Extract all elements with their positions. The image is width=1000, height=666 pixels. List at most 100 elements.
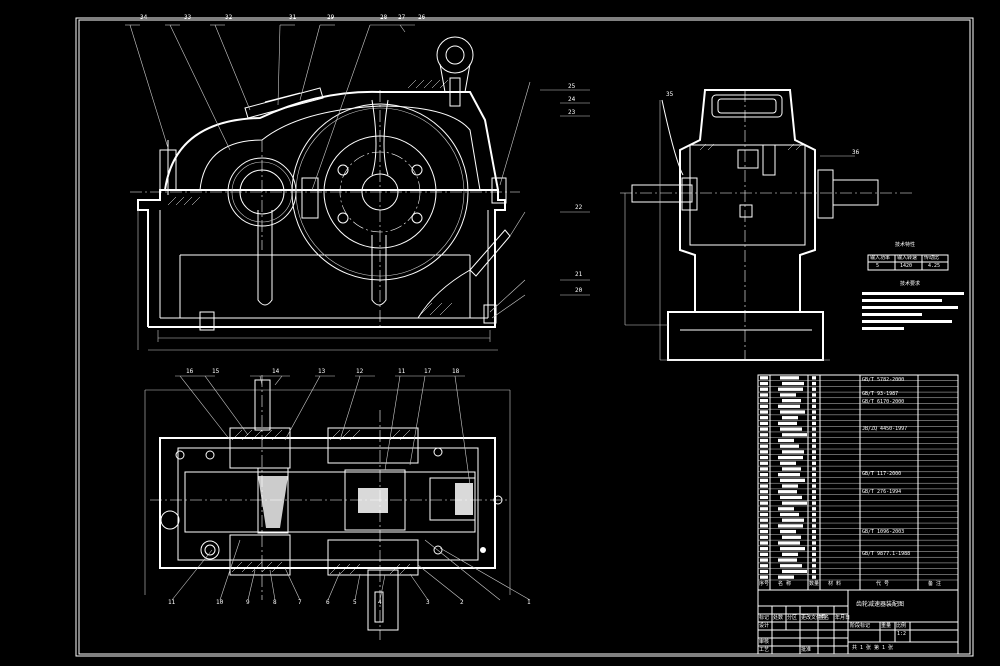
balloon-21: 21: [575, 271, 583, 278]
balloon-5: 5: [353, 599, 357, 606]
bom-row-number-mark: [760, 381, 768, 386]
bom-row-number-mark: [760, 478, 768, 482]
bom-row-qty-mark: [812, 507, 816, 511]
tb-ratio: 比例: [896, 623, 907, 629]
tech-spec-h3: 传动比: [924, 255, 940, 261]
bom-row-qty-mark: [812, 518, 816, 522]
top-view: [144, 375, 511, 640]
balloon-22: 22: [575, 204, 583, 211]
bom-row-number-mark: [760, 495, 768, 500]
balloon-2: 2: [460, 599, 464, 606]
bom-row-qty-mark: [812, 478, 816, 482]
balloon-35: 35: [666, 91, 674, 98]
bom-table: [757, 374, 959, 591]
bom-row-qty-mark: [812, 398, 816, 403]
bom-row-qty-mark: [812, 387, 816, 391]
bom-row-number-mark: [760, 558, 768, 562]
bom-row-qty-mark: [812, 501, 816, 505]
bom-row-name-mark: [778, 473, 800, 477]
tb-design: 设计: [759, 623, 770, 629]
tech-spec-table-frame: [867, 254, 949, 271]
bom-row-qty-mark: [812, 558, 816, 562]
balloon-25: 25: [568, 83, 576, 90]
bom-row-number-mark: [760, 512, 768, 517]
bom-row-qty-mark: [812, 467, 816, 471]
bom-row-number-mark: [760, 484, 768, 488]
drawing-scale: 1:2: [897, 631, 907, 637]
bom-col-no: 序号: [759, 581, 770, 587]
bom-row-qty-mark: [812, 529, 816, 534]
bom-row-name-mark: [782, 569, 807, 574]
bom-row-number-mark: [760, 410, 768, 414]
bom-row-number-mark: [760, 376, 768, 380]
tb-zone: 分区: [787, 615, 798, 621]
side-view: [620, 89, 912, 361]
bom-col-remark: 备 注: [928, 581, 942, 587]
bom-row-number-mark: [760, 552, 768, 557]
balloon-10: 10: [216, 599, 224, 606]
bom-row-name-mark: [778, 490, 797, 494]
bom-row-number-mark: [760, 575, 768, 579]
tech-spec-h2: 输入转速: [897, 255, 918, 261]
tb-count: 处数: [773, 615, 784, 621]
top-leaders: [171, 375, 531, 601]
bom-row-number-mark: [760, 518, 768, 522]
tech-requirements-lines: [862, 292, 964, 330]
tb-check: 审核: [759, 639, 770, 645]
bom-row-qty-mark: [812, 535, 816, 539]
balloon-17: 17: [424, 368, 432, 375]
bom-row-qty-mark: [812, 541, 816, 545]
bom-row-qty-mark: [812, 564, 816, 568]
bom-row-qty-mark: [812, 512, 816, 517]
bom-std-6: GB/T 276-1994: [862, 489, 902, 495]
bom-row-number-mark: [760, 433, 768, 437]
bom-row-number-mark: [760, 467, 768, 471]
bom-row-qty-mark: [812, 473, 816, 477]
balloon-32: 32: [225, 14, 233, 21]
drawing-sheet-count: 共 1 张 第 1 张: [852, 645, 894, 651]
bom-row-name-mark: [780, 427, 802, 431]
balloon-20: 20: [575, 287, 583, 294]
bom-row-number-mark: [760, 393, 768, 397]
bom-row-number-mark: [760, 404, 768, 408]
bom-row-qty-mark: [812, 524, 816, 528]
bom-col-name: 名 称: [778, 581, 792, 587]
bom-col-qty: 数量: [809, 581, 820, 587]
bom-row-number-mark: [760, 427, 768, 431]
bom-row-name-mark: [778, 524, 803, 528]
balloon-11: 11: [168, 599, 176, 606]
balloon-23: 23: [568, 109, 576, 116]
balloon-13: 13: [318, 368, 326, 375]
balloon-33: 33: [184, 14, 192, 21]
bom-std-3: GB/T 6170-2000: [862, 399, 905, 405]
bom-row-name-mark: [780, 478, 805, 482]
bom-row-name-mark: [778, 455, 803, 460]
bom-row-name-mark: [780, 393, 796, 397]
bom-row-number-mark: [760, 450, 768, 454]
bom-row-name-mark: [780, 547, 805, 551]
bom-row-qty-mark: [812, 495, 816, 500]
tech-spec-h1: 输入功率: [870, 255, 891, 261]
bom-row-name-mark: [782, 467, 801, 471]
bom-row-qty-mark: [812, 427, 816, 431]
bom-row-name-mark: [782, 535, 801, 539]
balloon-7: 7: [298, 599, 302, 606]
tb-change: 更改文件号: [801, 615, 827, 621]
bom-row-qty-mark: [812, 547, 816, 551]
balloon-28: 28: [380, 14, 388, 21]
balloon-11u: 11: [398, 368, 406, 375]
balloon-1: 1: [527, 599, 531, 606]
bom-std-8: GB/T 9877.1-1988: [862, 551, 911, 557]
bom-row-number-mark: [760, 416, 768, 420]
balloon-12: 12: [356, 368, 364, 375]
bom-row-name-mark: [782, 381, 804, 386]
tech-spec-title: 技术特性: [895, 242, 916, 248]
bom-row-qty-mark: [812, 381, 816, 386]
bom-std-5: GB/T 117-2000: [862, 471, 902, 477]
bom-row-number-mark: [760, 490, 768, 494]
tb-weight: 重量: [881, 623, 892, 629]
bom-std-1: GB/T 5782-2000: [862, 377, 905, 383]
bom-row-number-mark: [760, 398, 768, 403]
balloon-4: 4: [378, 599, 382, 606]
